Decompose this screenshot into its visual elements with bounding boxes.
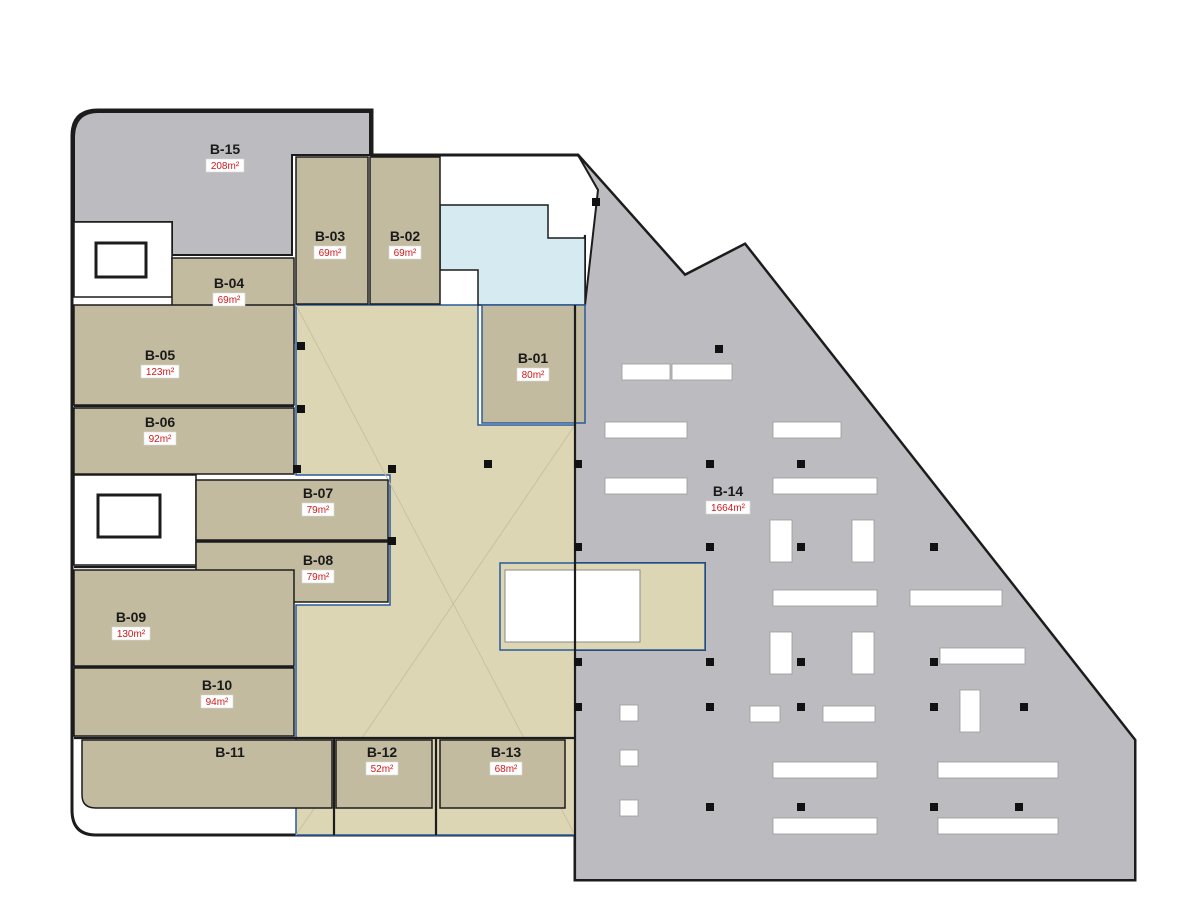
unit-label-b-08: B-08 79m²	[301, 552, 335, 584]
unit-b15-room[interactable]	[73, 111, 371, 256]
area-badge	[143, 431, 177, 446]
display-fixtures	[604, 363, 1059, 835]
unit-area: 69m²	[319, 248, 342, 259]
area-badge	[388, 245, 422, 260]
unit-b09-room[interactable]	[73, 569, 295, 667]
unit-area: 52m²	[371, 764, 394, 775]
unit-area: 94m²	[206, 697, 229, 708]
unit-code: B-12	[367, 744, 398, 760]
unit-code: B-01	[518, 350, 549, 366]
unit-code: B-04	[214, 275, 245, 291]
elevator-top	[94, 241, 148, 279]
unit-code: B-10	[202, 677, 233, 693]
unit-label-b-13: B-13 68m²	[489, 744, 523, 776]
unit-code: B-07	[303, 485, 334, 501]
unit-label-b-14: B-14 1664m²	[705, 483, 751, 515]
unit-label-b-04: B-04 69m²	[212, 275, 246, 307]
unit-area: 69m²	[218, 295, 241, 306]
unit-code: B-09	[116, 609, 147, 625]
unit-area: 80m²	[522, 370, 545, 381]
unit-label-b-07: B-07 79m²	[301, 485, 335, 517]
unit-b10-room[interactable]	[73, 667, 295, 737]
area-badge	[705, 500, 751, 515]
unit-label-b-15: B-15 208m²	[205, 141, 245, 173]
unit-b11-room[interactable]	[81, 739, 333, 809]
unit-area: 1664m²	[711, 503, 746, 514]
area-badge	[489, 761, 523, 776]
area-badge	[212, 292, 246, 307]
area-badge	[205, 158, 245, 173]
unit-label-b-03: B-03 69m²	[313, 228, 347, 260]
area-badge	[140, 364, 180, 379]
area-badge	[111, 626, 151, 641]
unit-code: B-05	[145, 347, 176, 363]
unit-label-b-06: B-06 92m²	[143, 414, 177, 446]
unit-area: 68m²	[495, 764, 518, 775]
unit-code: B-03	[315, 228, 346, 244]
unit-label-b-11: B-11	[215, 744, 245, 760]
unit-label-b-02: B-02 69m²	[388, 228, 422, 260]
unit-area: 69m²	[394, 248, 417, 259]
unit-b02-room[interactable]	[369, 156, 441, 305]
area-badge	[313, 245, 347, 260]
interior-walls	[74, 305, 577, 880]
unit-label-b-05: B-05 123m²	[140, 347, 180, 379]
elevator-bottom	[96, 493, 162, 539]
unit-area: 79m²	[307, 505, 330, 516]
unit-code: B-02	[390, 228, 421, 244]
escalator	[504, 569, 641, 643]
unit-code: B-06	[145, 414, 176, 430]
structural-columns	[293, 198, 1028, 811]
unit-b03-room[interactable]	[295, 156, 369, 305]
unit-b06-room[interactable]	[73, 407, 295, 475]
unit-b01-room[interactable]	[481, 304, 586, 424]
unit-code: B-14	[713, 483, 744, 499]
unit-area: 130m²	[117, 629, 146, 640]
unit-labels: B-15 208m² B-03 69m² B-02 69m² B-04 69m² B-05 123…	[111, 141, 751, 776]
unit-label-b-09: B-09 130m²	[111, 609, 151, 641]
area-badge	[200, 694, 234, 709]
unit-code: B-08	[303, 552, 334, 568]
unit-code: B-13	[491, 744, 522, 760]
unit-area: 123m²	[146, 367, 175, 378]
unit-code: B-15	[210, 141, 241, 157]
unit-label-b-01: B-01 80m²	[516, 350, 550, 382]
unit-area: 92m²	[149, 434, 172, 445]
unit-label-b-10: B-10 94m²	[200, 677, 234, 709]
unit-b05-room[interactable]	[73, 304, 295, 406]
unit-b07-room[interactable]	[195, 479, 389, 541]
area-badge	[301, 569, 335, 584]
area-badge	[365, 761, 399, 776]
unit-code: B-11	[215, 744, 245, 760]
unit-area: 208m²	[211, 161, 240, 172]
area-badge	[301, 502, 335, 517]
unit-label-b-12: B-12 52m²	[365, 744, 399, 776]
area-badge	[516, 367, 550, 382]
unit-area: 79m²	[307, 572, 330, 583]
